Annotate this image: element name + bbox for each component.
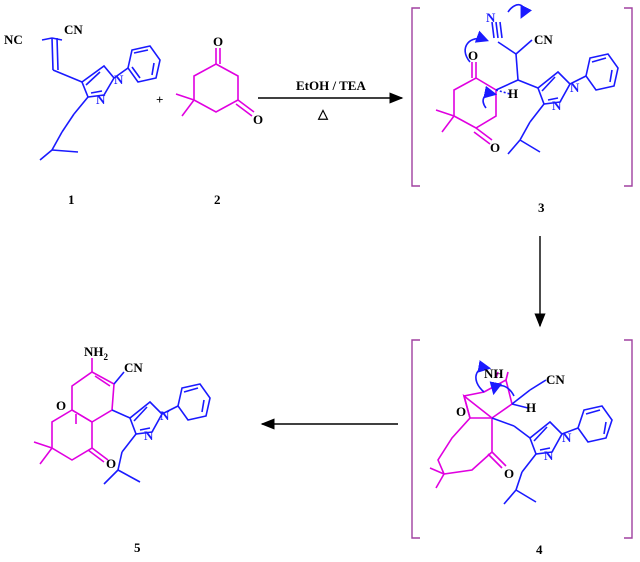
compound-3 [435, 4, 619, 155]
o-label-5a: O [56, 398, 66, 413]
compound-4-number: 4 [536, 542, 543, 557]
n2-label-4: N [544, 448, 554, 463]
compound-4 [429, 360, 613, 505]
nh2-label-5: NH2 [84, 344, 109, 362]
bracket-4 [411, 339, 633, 539]
o-label-2a: O [213, 34, 223, 49]
compound-2-number: 2 [214, 192, 221, 207]
n2-label-3: N [552, 98, 562, 113]
bracket-3 [411, 7, 633, 187]
o-label-3b: O [490, 140, 500, 155]
compound-5-number: 5 [134, 540, 141, 555]
cn-label-1: CN [64, 22, 83, 37]
compound-2 [175, 48, 255, 117]
cn-label-4: CN [546, 372, 565, 387]
h-label-4: H [526, 400, 536, 415]
compound-3-number: 3 [538, 200, 545, 215]
n1-label-3: N [570, 80, 580, 95]
o-label-3a: O [468, 48, 478, 63]
compound-1-number: 1 [68, 192, 75, 207]
cn-label-5: CN [124, 360, 143, 375]
nh-label-4: NH [484, 366, 504, 381]
n1-label-4: N [562, 430, 572, 445]
heat-symbol: △ [317, 106, 329, 121]
compound-5 [33, 358, 211, 485]
n1-label-1: N [114, 72, 124, 87]
compound-1 [39, 37, 161, 161]
o-label-4a: O [456, 404, 466, 419]
o-label-4b: O [504, 466, 514, 481]
n2-label-1: N [96, 92, 106, 107]
n-label-3a: N [486, 10, 496, 25]
cn-label-3: CN [534, 32, 553, 47]
plus-sign: + [156, 92, 163, 107]
condition-label: EtOH / TEA [296, 78, 366, 93]
nc-label-1: NC [4, 32, 23, 47]
o-label-2b: O [253, 112, 263, 127]
o-label-5b: O [106, 456, 116, 471]
h-label-3: H [508, 86, 518, 101]
n2-label-5: N [144, 428, 154, 443]
n1-label-5: N [160, 408, 170, 423]
